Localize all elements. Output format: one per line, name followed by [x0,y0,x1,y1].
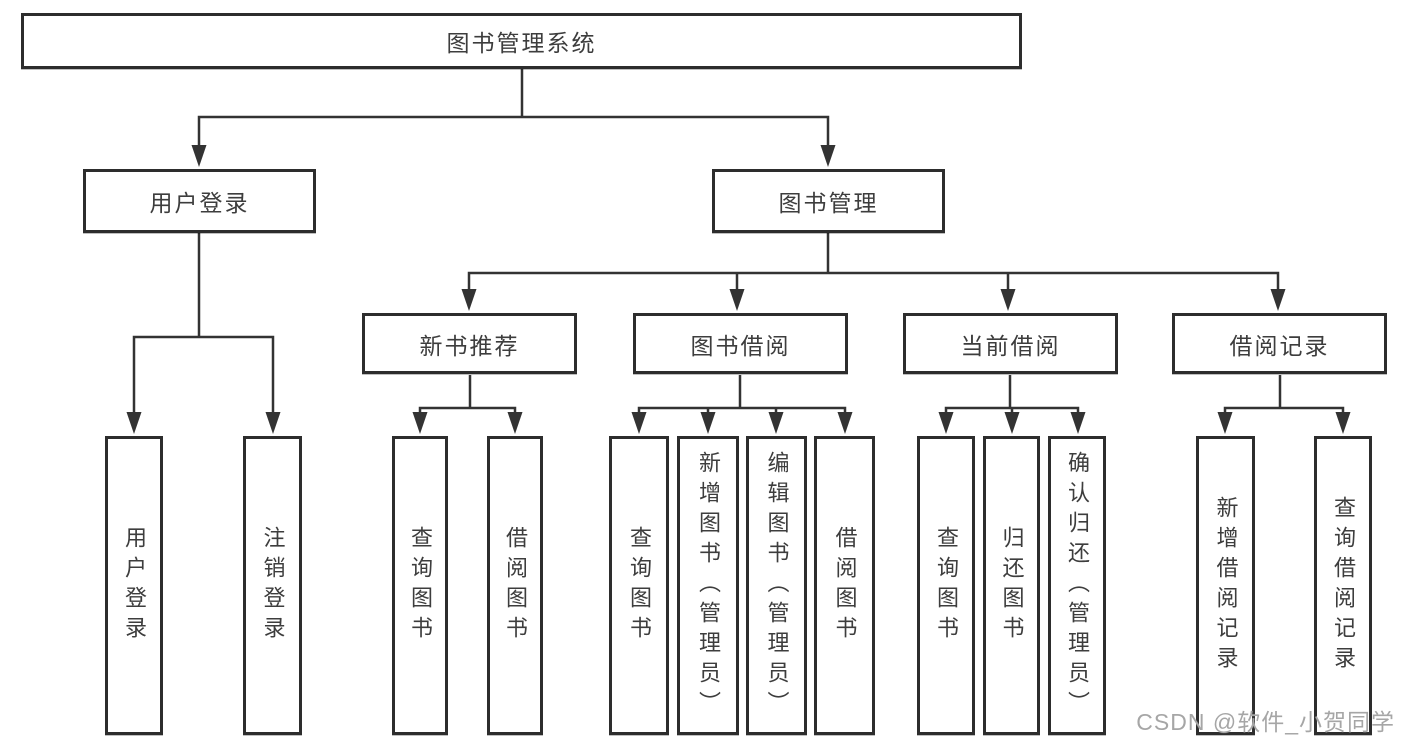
node-borrow-records: 借阅记录 [1172,313,1387,374]
node-label: 查询图书 [934,525,959,646]
node-book-borrow: 图书借阅 [633,313,848,374]
node-label: 新增借阅记录 [1213,495,1239,676]
leaf-return-book: 归还图书 [983,436,1040,735]
node-label: 查询图书 [408,525,433,646]
connector-borrow-split [637,406,847,416]
node-label: 归还图书 [999,525,1025,646]
leaf-add-borrow-record: 新增借阅记录 [1196,436,1255,735]
leaf-confirm-return-admin: 确认归还（管理员） [1048,436,1106,735]
node-label: 新书推荐 [419,332,520,359]
node-new-book-recommend: 新书推荐 [362,313,577,374]
node-user-login: 用户登录 [83,169,316,233]
node-current-borrow: 当前借阅 [903,313,1118,374]
node-label: 当前借阅 [960,332,1061,359]
connector-book-mgmt-split [467,271,1280,294]
leaf-edit-book-admin: 编辑图书（管理员） [746,436,807,735]
node-book-management: 图书管理 [712,169,945,233]
node-label: 确认归还（管理员） [1065,450,1090,721]
node-label: 图书借阅 [690,332,791,359]
node-label: 编辑图书（管理员） [764,450,790,721]
connector-level1-split [197,115,830,150]
connector-user-login-split [132,335,275,416]
arrowheads [126,145,1351,434]
leaf-logout: 注销登录 [243,436,302,735]
node-library-system: 图书管理系统 [21,13,1022,69]
node-label: 查询借阅记录 [1331,495,1356,676]
leaf-query-borrow-record: 查询借阅记录 [1314,436,1372,735]
node-label: 注销登录 [260,525,286,646]
leaf-borrow-books: 借阅图书 [814,436,875,735]
node-label: 借阅图书 [503,525,528,646]
leaf-query-books-current: 查询图书 [917,436,975,735]
node-label: 查询图书 [627,525,652,646]
node-label: 图书管理系统 [446,30,597,56]
node-label: 用户登录 [122,525,147,646]
leaf-add-book-admin: 新增图书（管理员） [677,436,739,735]
node-label: 用户登录 [149,190,250,216]
node-label: 借阅图书 [832,525,858,646]
node-label: 借阅记录 [1229,332,1330,359]
leaf-query-books-borrow: 查询图书 [609,436,669,735]
connector-newbook-split [418,406,517,416]
leaf-user-login: 用户登录 [105,436,163,735]
node-label: 图书管理 [778,190,879,216]
csdn-watermark: CSDN @软件_小贺同学 [1136,709,1395,735]
node-label: 新增图书（管理员） [696,450,721,721]
leaf-query-books-recommend: 查询图书 [392,436,448,735]
leaf-borrow-books-recommend: 借阅图书 [487,436,543,735]
connector-records-split [1223,406,1345,416]
